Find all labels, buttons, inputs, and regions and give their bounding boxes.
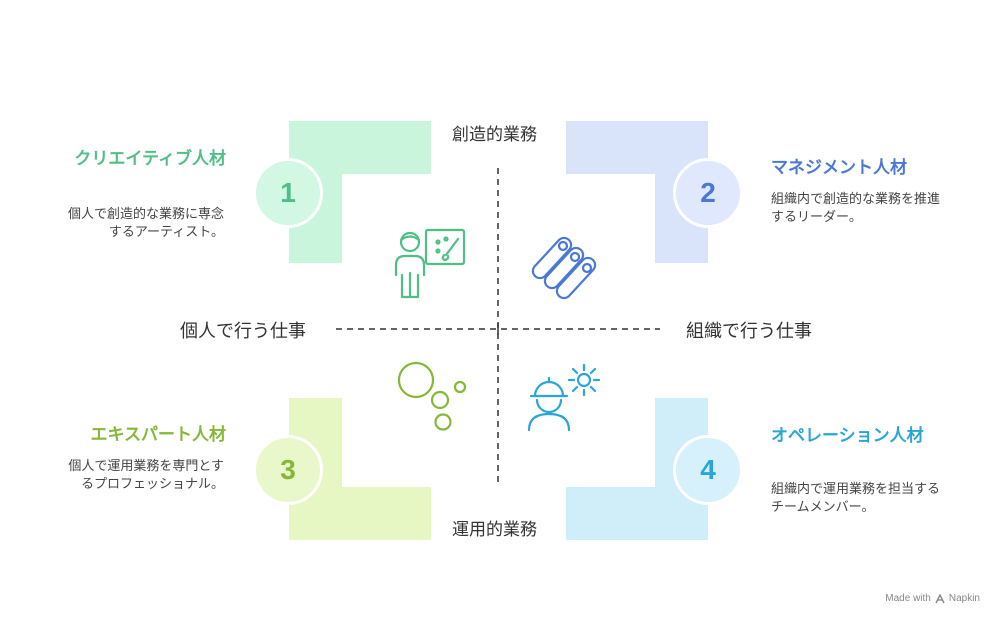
napkin-brand-text: Napkin — [948, 593, 980, 604]
quadrant-3-description: 個人で運用業務を専門とするプロフェッショナル。 — [68, 459, 224, 492]
chain-links-icon — [531, 236, 597, 300]
quadrant-4-description: 組織内で運用業務を担当するチームメンバー。 — [771, 482, 941, 515]
artist-icon — [394, 228, 466, 299]
quadrant-2-title: マネジメント人材 — [771, 158, 907, 178]
quadrant-3-title: エキスパート人材 — [90, 425, 227, 445]
bubbles-icon — [397, 361, 467, 431]
worker-gear-icon — [527, 363, 601, 432]
quadrant-2-description: 組織内で創造的な業務を推進するリーダー。 — [771, 192, 941, 225]
quadrant-3-number: 3 — [253, 435, 323, 505]
made-with-napkin: Made with Napkin — [885, 593, 980, 604]
axis-label-bottom: 運用的業務 — [452, 520, 537, 540]
quadrant-1-number: 1 — [253, 158, 323, 228]
quadrant-1-title: クリエイティブ人材 — [74, 149, 226, 169]
quadrant-4-title: オペレーション人材 — [771, 426, 924, 446]
napkin-logo-icon — [935, 593, 945, 603]
quadrant-4-number: 4 — [673, 435, 743, 505]
axis-label-right: 組織で行う仕事 — [686, 321, 812, 342]
axis-label-top: 創造的業務 — [452, 125, 537, 145]
made-with-text: Made with — [885, 593, 931, 604]
quadrant-1-description: 個人で創造的な業務に専念するアーティスト。 — [67, 207, 224, 240]
axis-label-left: 個人で行う仕事 — [180, 321, 306, 342]
quadrant-2-number: 2 — [673, 158, 743, 228]
